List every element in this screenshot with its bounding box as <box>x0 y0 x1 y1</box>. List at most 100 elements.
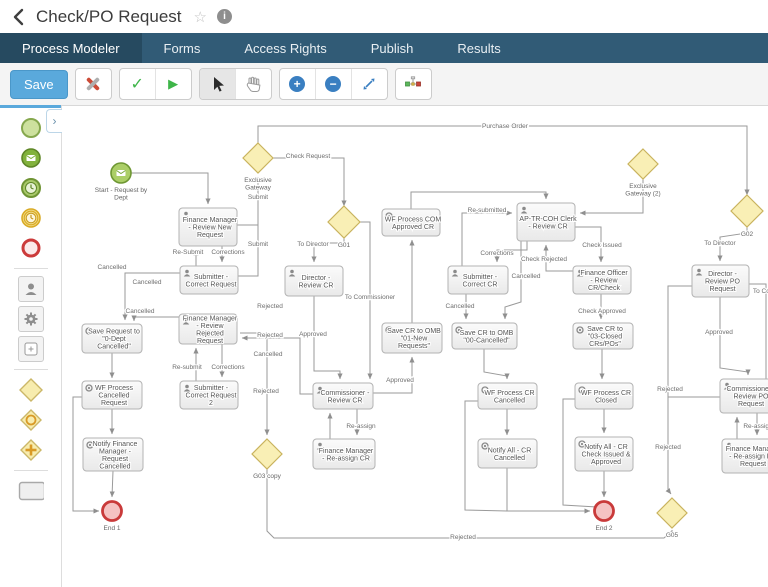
palette-expand-chevron-right-icon[interactable]: › <box>46 109 62 133</box>
sequence-flow[interactable] <box>494 241 528 263</box>
gateway-g05[interactable]: G05 <box>656 497 688 540</box>
sequence-flow[interactable] <box>257 125 750 196</box>
edge-label: Rejected <box>655 444 681 451</box>
gateway-g03-copy[interactable]: G03 copy <box>251 438 283 481</box>
user-task-icon <box>697 268 701 273</box>
sequence-flow[interactable] <box>72 396 100 514</box>
sequence-flow[interactable] <box>506 468 591 514</box>
sequence-flow[interactable] <box>373 356 415 394</box>
run-play-icon[interactable]: ▶ <box>168 76 179 91</box>
sequence-flow[interactable] <box>131 172 211 205</box>
tab-publish[interactable]: Publish <box>370 40 414 56</box>
palette-sub-process-icon[interactable] <box>17 336 44 362</box>
tab-results[interactable]: Results <box>457 40 501 56</box>
sequence-flow[interactable] <box>311 238 345 263</box>
sequence-flow[interactable] <box>717 227 748 262</box>
task-director-review-cr[interactable]: Director -Review CR <box>284 265 344 297</box>
palette-parallel-gateway-icon[interactable] <box>18 437 44 463</box>
sequence-flow[interactable] <box>749 283 767 379</box>
sequence-flow[interactable] <box>122 272 180 321</box>
palette-script-task-gear-icon[interactable] <box>17 306 44 332</box>
sequence-flow[interactable] <box>665 285 692 495</box>
zoom-in-icon[interactable]: + <box>280 69 316 99</box>
sequence-flow[interactable] <box>464 400 508 512</box>
gateway-g01[interactable]: G01 <box>327 205 361 250</box>
full-screen-icon[interactable] <box>352 69 387 99</box>
sequence-flow[interactable] <box>543 244 573 272</box>
palette-timer-start-event-icon[interactable] <box>18 175 44 201</box>
sequence-flow[interactable] <box>273 157 347 207</box>
sequence-flow[interactable] <box>483 349 510 380</box>
palette-intermediate-timer-event-icon[interactable] <box>18 205 44 231</box>
tab-forms[interactable]: Forms <box>163 40 201 56</box>
pointer-tool-icon[interactable] <box>199 69 236 99</box>
zoom-out-icon[interactable]: − <box>316 69 352 99</box>
sequence-flow[interactable] <box>502 241 522 320</box>
palette-user-task-icon[interactable] <box>17 276 44 302</box>
task-finance-manager-re-assign-cr[interactable]: Finance Manager- Re-assign CR <box>312 438 376 470</box>
sequence-flow[interactable] <box>313 296 343 380</box>
palette-end-event-icon[interactable] <box>18 235 44 261</box>
validate-check-icon[interactable]: ✓ <box>120 69 156 99</box>
save-button[interactable]: Save <box>10 69 68 99</box>
task-ap-tr-coh-clerk-review-cr[interactable]: AP-TR-COH Clerk- Review CR <box>516 202 578 242</box>
sequence-flow[interactable] <box>461 210 513 266</box>
sequence-flow[interactable] <box>410 191 549 209</box>
edge-label: To Commissioner <box>753 288 768 295</box>
pan-hand-icon[interactable] <box>236 69 271 99</box>
task-submitter-correct-cr[interactable]: Submitter -Correct CR <box>447 265 509 295</box>
palette-inclusive-gateway-icon[interactable] <box>18 407 44 433</box>
export-diagram-icon[interactable] <box>396 69 431 99</box>
palette-message-start-event-icon[interactable] <box>18 145 44 171</box>
sequence-flow[interactable] <box>562 398 598 508</box>
sequence-flow[interactable] <box>131 315 179 322</box>
task-save-cr-to-omb-00-cancelled[interactable]: Save CR to OMB"00-Cancelled" <box>451 322 518 350</box>
info-icon[interactable]: i <box>216 9 232 24</box>
event-end-2[interactable]: End 2 <box>593 500 615 533</box>
star-icon[interactable]: ☆ <box>193 8 207 26</box>
tab-process-modeler[interactable]: Process Modeler <box>0 33 142 63</box>
sequence-flow[interactable] <box>719 297 751 376</box>
sequence-flow[interactable] <box>238 176 261 277</box>
tools-icon[interactable] <box>76 69 111 99</box>
sequence-flow[interactable] <box>579 179 644 216</box>
sequence-flow[interactable] <box>360 221 373 380</box>
sequence-flow[interactable] <box>240 332 270 436</box>
task-submitter-correct-request[interactable]: Submitter -Correct Request <box>179 265 239 295</box>
tab-access-rights[interactable]: Access Rights <box>244 40 327 56</box>
back-icon[interactable] <box>8 6 30 28</box>
event-end-1[interactable]: End 1 <box>101 500 123 533</box>
sequence-flow[interactable] <box>109 470 115 498</box>
sequence-flow[interactable] <box>241 335 313 395</box>
palette-exclusive-gateway-icon[interactable] <box>18 377 44 403</box>
sequence-flow[interactable] <box>266 469 675 539</box>
gateway-g02[interactable]: G02 <box>730 194 764 239</box>
task-commissioner-review-cr[interactable]: Commissioner -Review CR <box>312 382 374 410</box>
sequence-flow[interactable] <box>575 226 604 263</box>
palette-start-event-icon[interactable] <box>18 115 44 141</box>
palette-pool-icon[interactable] <box>18 478 44 504</box>
